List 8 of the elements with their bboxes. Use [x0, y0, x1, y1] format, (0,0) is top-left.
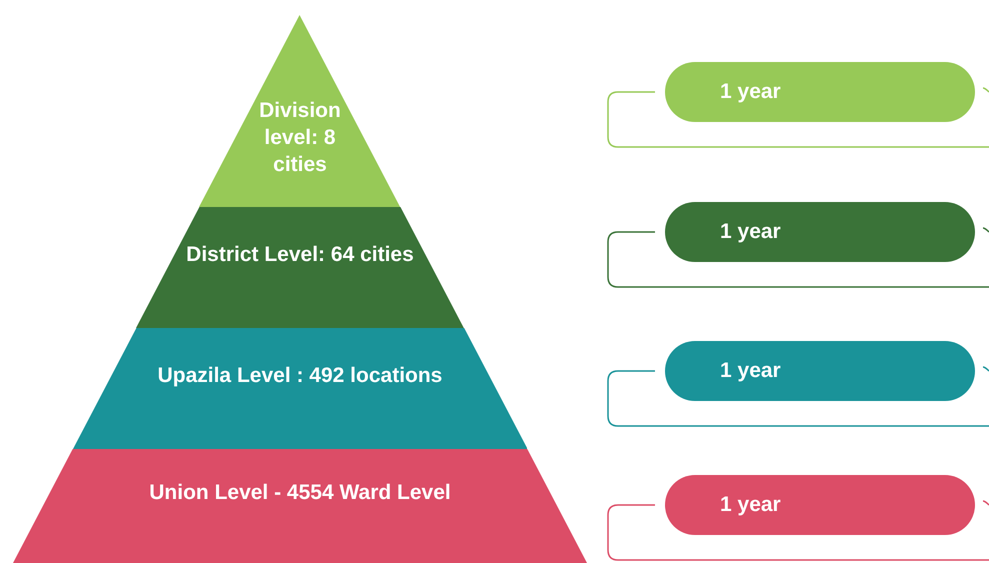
duration-pill: 1 year: [665, 202, 975, 262]
duration-pill: 1 year: [665, 475, 975, 535]
duration-pill: 1 year: [665, 62, 975, 122]
duration-pill: 1 year: [665, 341, 975, 401]
level-label: Division level: 8 cities: [258, 98, 342, 178]
level-label: Union Level - 4554 Ward Level: [148, 480, 452, 506]
level-label: District Level: 64 cities: [185, 242, 415, 268]
level-label: Upazila Level : 492 locations: [156, 362, 444, 388]
